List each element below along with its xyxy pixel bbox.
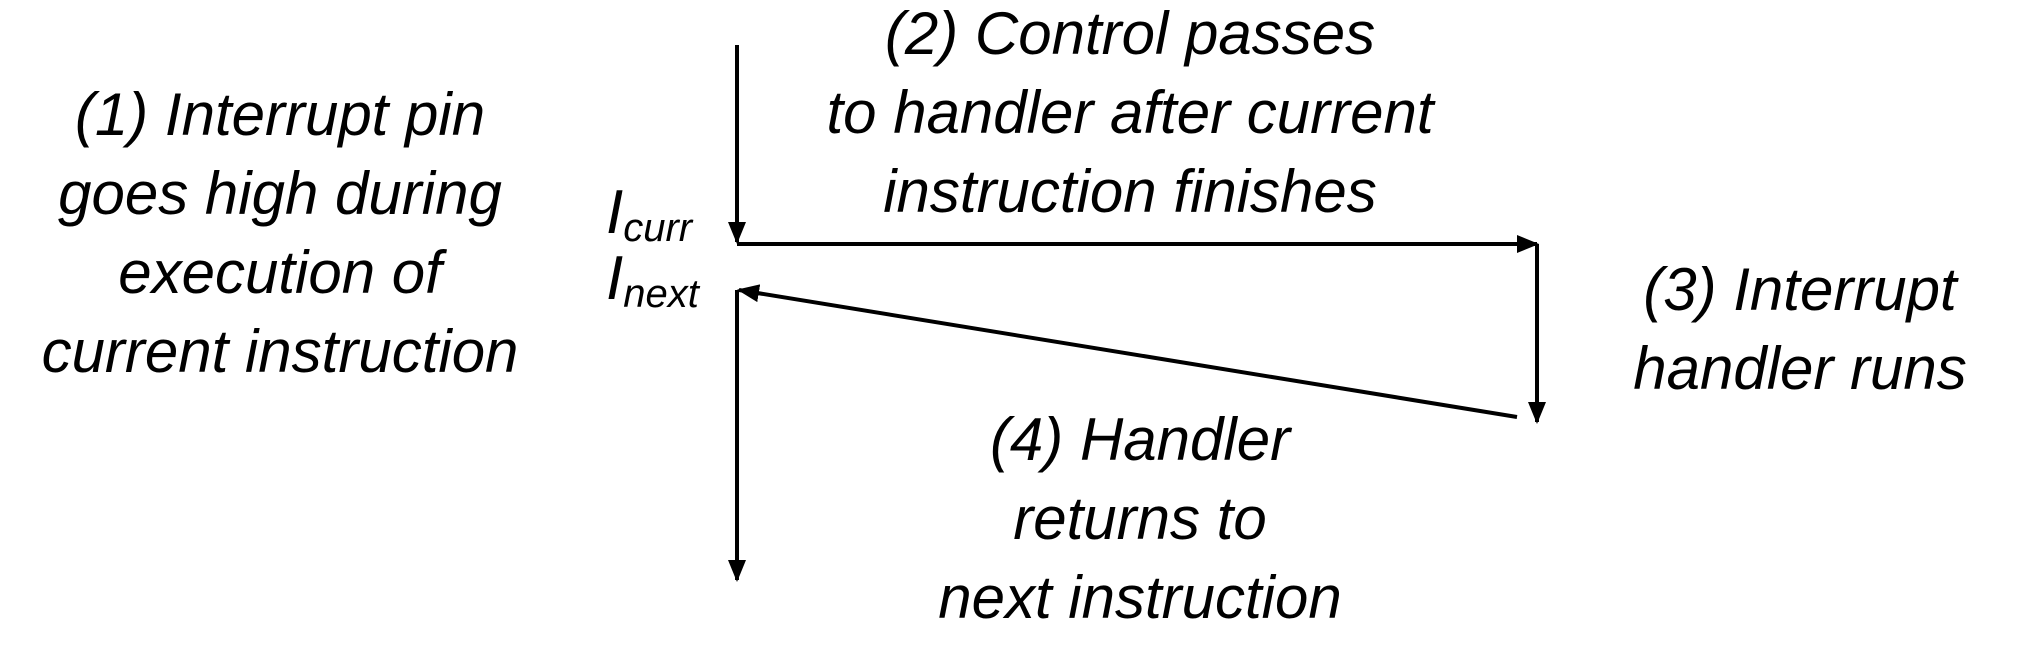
step1-line: goes high during — [58, 160, 502, 227]
current-instruction-label: Icurr — [606, 182, 692, 251]
step3-line: (3) Interrupt — [1643, 256, 1957, 323]
step3-line: handler runs — [1633, 335, 1967, 402]
step4-line: returns to — [1013, 485, 1267, 552]
step2-line: to handler after current — [826, 79, 1434, 146]
step1-line: (1) Interrupt pin — [74, 81, 486, 148]
step2-line: (2) Control passes — [884, 0, 1376, 67]
step4-caption: (4) Handler returns to next instruction — [880, 400, 1400, 637]
step2-caption: (2) Control passes to handler after curr… — [770, 0, 1490, 231]
step3-caption: (3) Interrupt handler runs — [1590, 250, 2010, 408]
step1-line: execution of — [118, 239, 442, 306]
step1-line: current instruction — [41, 318, 519, 385]
step4-line: (4) Handler — [989, 406, 1291, 473]
step4-line: next instruction — [938, 564, 1342, 631]
current-instruction-base: I — [606, 178, 624, 247]
step2-line: instruction finishes — [883, 158, 1377, 225]
step1-caption: (1) Interrupt pin goes high during execu… — [0, 75, 560, 391]
current-instruction-subscript: curr — [623, 206, 693, 250]
handler-return-arrow — [737, 284, 1518, 419]
next-instruction-subscript: next — [623, 272, 699, 316]
next-instruction-base: I — [606, 244, 624, 313]
next-instruction-label: Inext — [606, 248, 699, 317]
